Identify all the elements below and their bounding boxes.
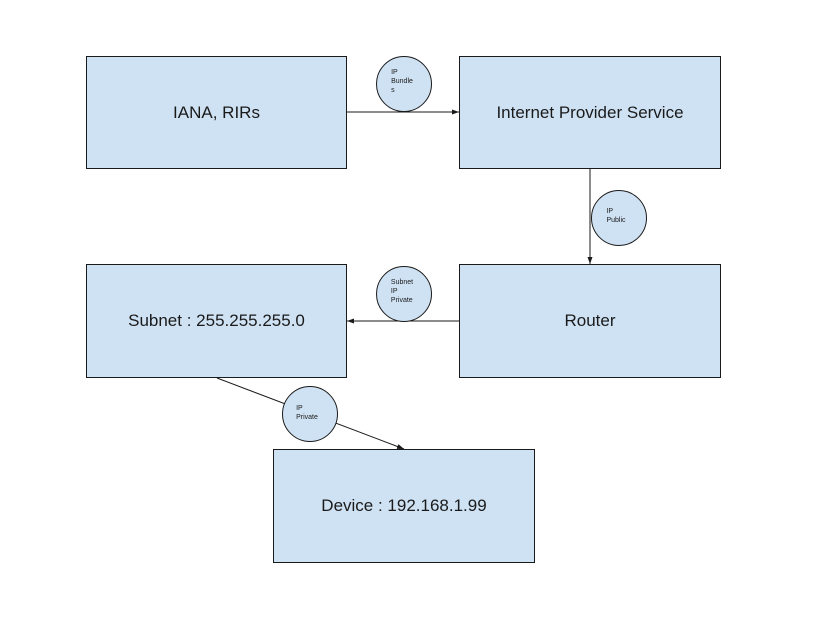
node-iana-rirs: IANA, RIRs: [86, 56, 347, 169]
node-router: Router: [459, 264, 721, 378]
edge-label-subnet-ip-private: Subnet IP Private: [376, 266, 432, 322]
node-internet-provider-service: Internet Provider Service: [459, 56, 721, 169]
node-subnet-label: Subnet : 255.255.255.0: [128, 311, 305, 330]
node-subnet: Subnet : 255.255.255.0: [86, 264, 347, 378]
edge-label-ip-private-text: IP Private: [296, 405, 318, 421]
edge-label-ip-bundles-text: IP Bundle s: [391, 68, 413, 94]
edge-label-ip-bundles: IP Bundle s: [376, 56, 432, 112]
node-device-label: Device : 192.168.1.99: [321, 496, 487, 515]
edge-label-ip-public: IP Public: [591, 190, 647, 246]
node-iana-rirs-label: IANA, RIRs: [173, 102, 260, 122]
edge-label-subnet-ip-private-text: Subnet IP Private: [390, 278, 414, 304]
edge-label-ip-public-text: IP Public: [606, 208, 626, 224]
node-router-label: Router: [564, 311, 616, 330]
node-device: Device : 192.168.1.99: [273, 449, 535, 563]
edge-label-ip-private: IP Private: [282, 386, 338, 442]
node-internet-provider-service-label: Internet Provider Service: [496, 102, 684, 122]
